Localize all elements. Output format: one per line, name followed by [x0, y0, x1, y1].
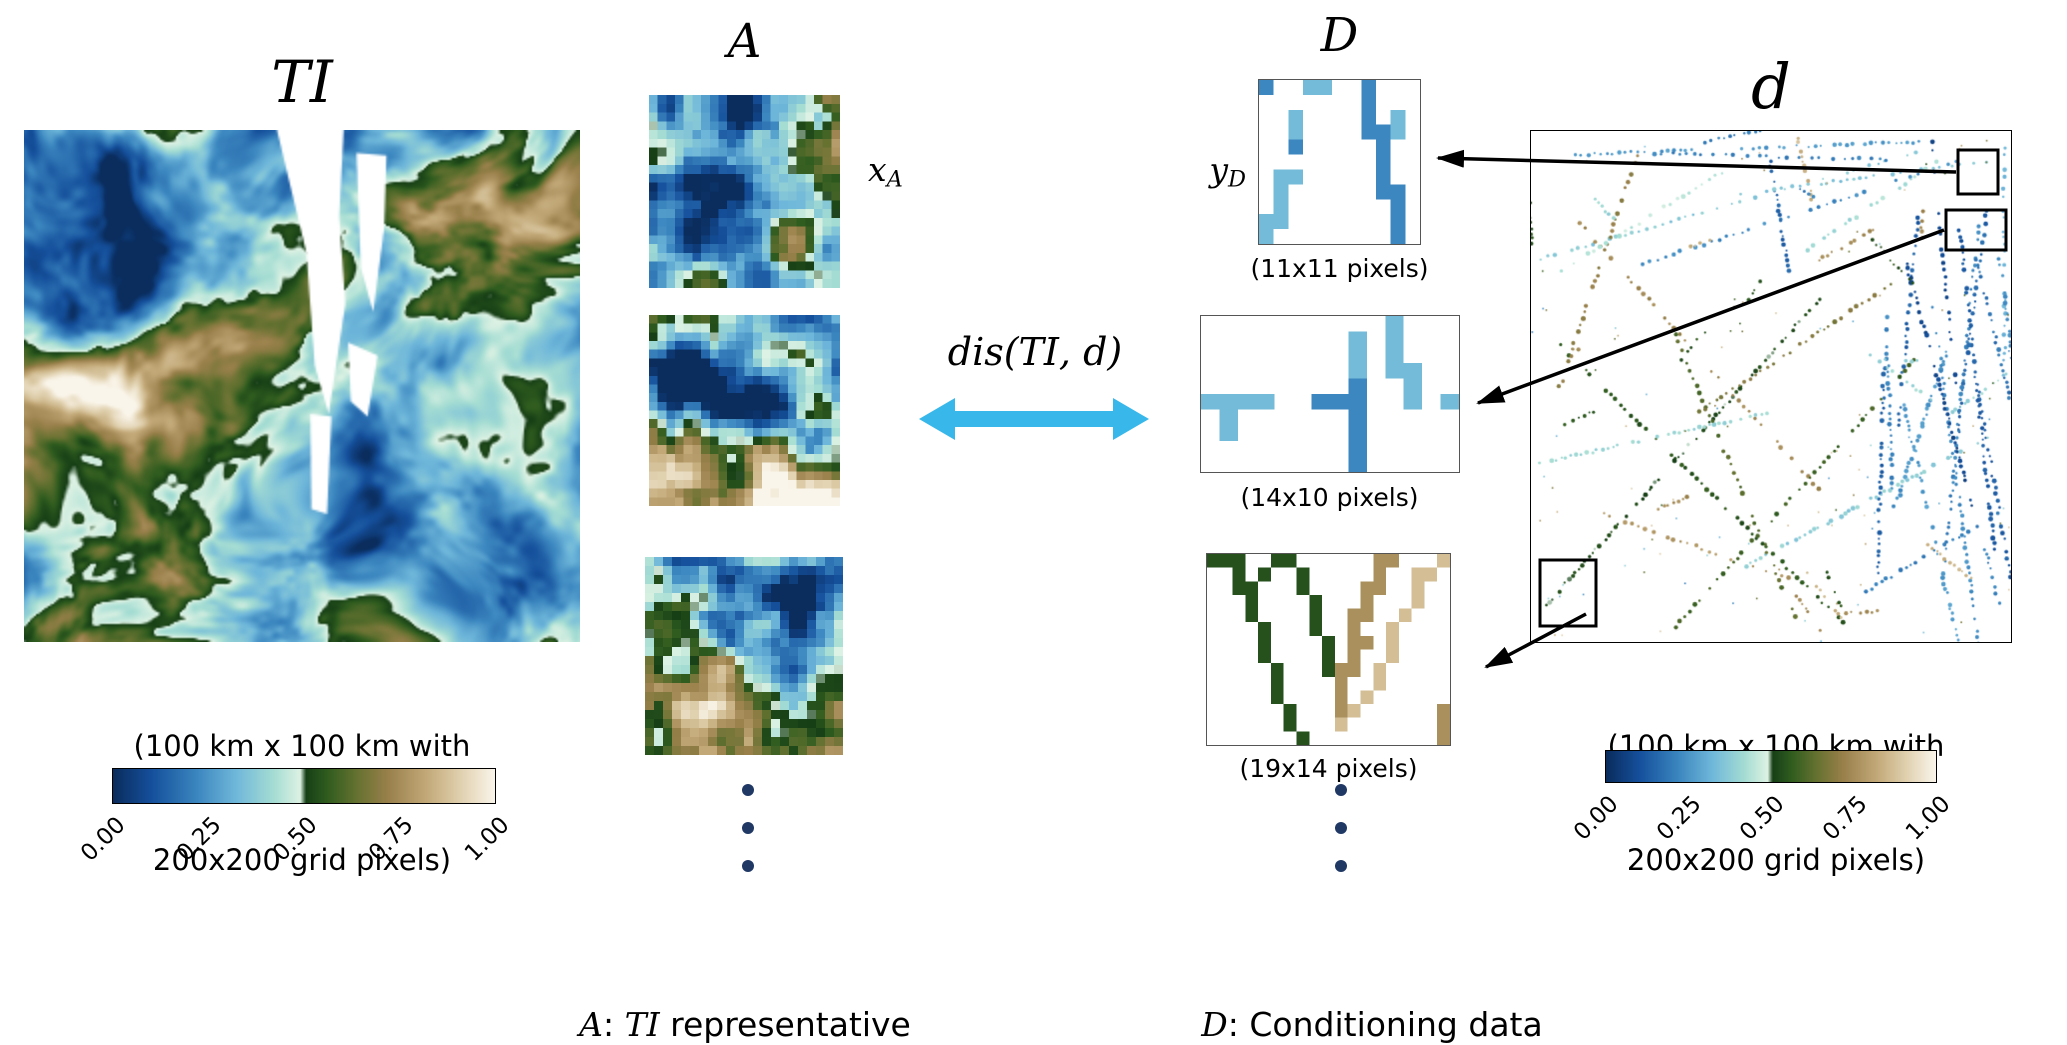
ti-colorbar-canvas — [112, 768, 496, 804]
ti-caption-line2: 200x200 grid pixels) — [152, 843, 452, 878]
tick-label: 0.25 — [171, 812, 227, 867]
pattern-d-2-canvas — [1200, 315, 1460, 473]
patterns-a-caption-mid: : — [602, 1004, 625, 1044]
dmap-caption-line2: 200x200 grid pixels) — [1626, 843, 1926, 878]
dmap-canvas — [1530, 130, 2012, 643]
tick-label: 0.25 — [1651, 791, 1707, 846]
patterns-d-caption: D: Conditioning data patterns — [1172, 918, 1572, 1045]
dis-label: dis(TI, d) — [947, 330, 1123, 374]
patterns-a-caption: A: TI representative patterns — [545, 918, 945, 1045]
dmap-colorbar-ticks: 0.00 0.25 0.50 0.75 1.00 — [1569, 785, 1956, 857]
pattern-d-1-caption: (11x11 pixels) — [1250, 254, 1429, 283]
patterns-a-caption-sym: A — [579, 1004, 603, 1044]
ti-colorbar-ticks: 0.00 0.25 0.50 0.75 1.00 — [76, 806, 515, 878]
sample-label-xa-base: x — [868, 150, 887, 189]
tick-label: 0.75 — [363, 812, 419, 867]
tick-label: 0.50 — [267, 812, 323, 867]
patterns-d-caption-sym: D — [1201, 1004, 1228, 1044]
dmap-colorbar-canvas — [1605, 750, 1937, 783]
sample-label-xa: xA — [868, 150, 903, 193]
patterns-a-caption-rest: representative — [659, 1004, 911, 1044]
ellipsis-dot — [742, 784, 754, 796]
tick-label: 0.75 — [1817, 791, 1873, 846]
patterns-d-title: D — [1320, 8, 1359, 63]
tick-label: 1.00 — [459, 812, 515, 867]
pattern-a-3-canvas — [645, 557, 843, 755]
sample-label-yd-sub: D — [1228, 166, 1246, 193]
dis-double-arrow — [919, 398, 1149, 440]
ti-caption-line1: (100 km x 100 km with — [133, 728, 471, 763]
pattern-d-2-caption: (14x10 pixels) — [1240, 483, 1419, 512]
ellipsis-dot — [742, 860, 754, 872]
patterns-d-caption-rest: : Conditioning data — [1227, 1004, 1543, 1044]
dmap-title: d — [1751, 50, 1791, 123]
tick-label: 0.50 — [1734, 791, 1790, 846]
patterns-a-caption-ti: TI — [624, 1004, 660, 1044]
patterns-a-caption-line1: A: TI representative — [545, 1004, 945, 1045]
sample-label-yd: yD — [1176, 150, 1246, 193]
dis-arrow-shaft — [951, 411, 1117, 427]
ti-map-canvas — [24, 130, 580, 642]
pattern-a-1-canvas — [649, 95, 840, 288]
dis-arrow-left-head — [919, 398, 955, 440]
pattern-d-3-canvas — [1206, 553, 1451, 746]
ellipsis-d — [1335, 784, 1347, 872]
sample-label-xa-sub: A — [886, 166, 903, 193]
dis-arrow-right-head — [1113, 398, 1149, 440]
ti-title: TI — [271, 48, 333, 116]
ellipsis-a — [742, 784, 754, 872]
patterns-a-title: A — [727, 14, 762, 69]
pattern-d-3-caption: (19x14 pixels) — [1239, 754, 1418, 783]
ellipsis-dot — [1335, 860, 1347, 872]
pattern-d-1-canvas — [1258, 79, 1421, 245]
ellipsis-dot — [742, 822, 754, 834]
ti-caption: (100 km x 100 km with 200x200 grid pixel… — [102, 650, 502, 956]
ellipsis-dot — [1335, 784, 1347, 796]
ellipsis-dot — [1335, 822, 1347, 834]
sample-label-yd-base: y — [1209, 150, 1228, 189]
patterns-d-caption-line1: D: Conditioning data — [1172, 1004, 1572, 1045]
pattern-a-2-canvas — [649, 315, 840, 506]
